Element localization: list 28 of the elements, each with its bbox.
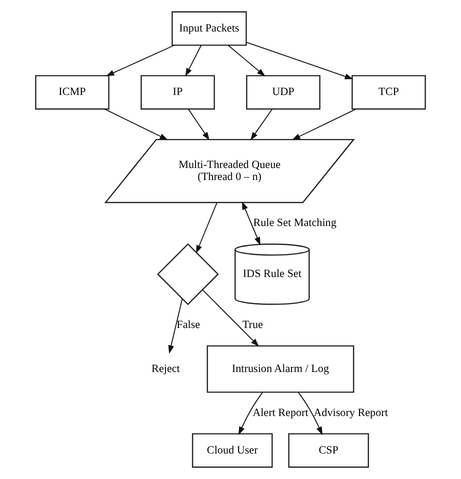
arrow bbox=[292, 108, 356, 140]
node-box: TCP bbox=[352, 75, 426, 110]
node-box: ICMP bbox=[35, 75, 110, 110]
node-box: UDP bbox=[246, 75, 320, 110]
arrow bbox=[188, 108, 210, 140]
arrow bbox=[185, 44, 202, 77]
edge-label: False bbox=[176, 318, 200, 331]
node-box: IP bbox=[140, 75, 215, 110]
node-box: CSP bbox=[288, 433, 369, 468]
node-box: Cloud User bbox=[192, 433, 273, 468]
arrow bbox=[202, 290, 260, 347]
arrow bbox=[106, 44, 175, 76]
node-box: Input Packets bbox=[172, 11, 247, 46]
arrow bbox=[228, 44, 266, 76]
arrow bbox=[196, 202, 218, 254]
node-text: Reject bbox=[152, 362, 180, 375]
node-box: Intrusion Alarm / Log bbox=[206, 345, 354, 393]
arrow bbox=[104, 108, 168, 140]
arrow bbox=[246, 42, 354, 80]
arrow bbox=[238, 392, 264, 436]
edge-label: True bbox=[242, 318, 263, 331]
arrow bbox=[242, 201, 260, 246]
edge-label: Alert Report bbox=[252, 406, 308, 419]
arrow bbox=[250, 108, 273, 140]
arrow bbox=[298, 392, 323, 436]
edge-label: Rule Set Matching bbox=[253, 217, 336, 230]
arrow bbox=[168, 298, 183, 354]
edge-label: Advisory Report bbox=[314, 406, 388, 419]
